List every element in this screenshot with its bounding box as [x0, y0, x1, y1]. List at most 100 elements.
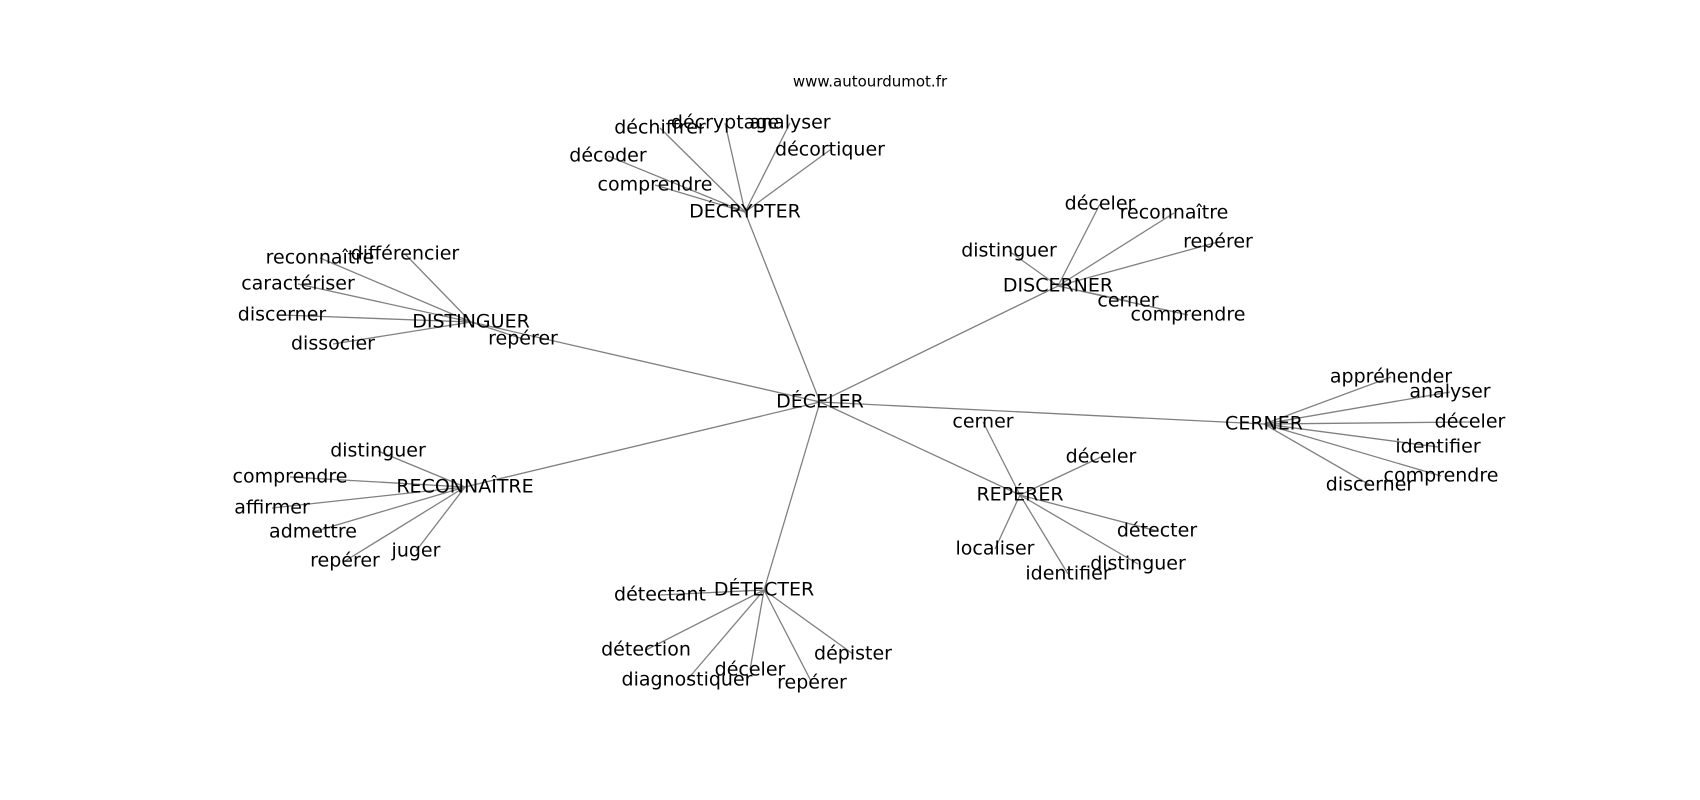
node-label-n5: décortiquer	[775, 139, 885, 161]
node-label-n1: DÉCRYPTER	[689, 200, 801, 223]
edge-n0-n36	[819, 401, 1021, 496]
node-label-n31: comprendre	[233, 466, 348, 488]
edge-n15-n16	[319, 257, 472, 323]
edge-n43-n49	[763, 589, 854, 655]
edge-n43-n45	[645, 589, 765, 651]
edge-n29-n33	[312, 486, 466, 533]
node-label-n45: détection	[601, 639, 691, 661]
edge-n36-n38	[1019, 456, 1102, 496]
edge-n0-n15	[470, 321, 821, 403]
edge-n1-n5	[744, 149, 831, 213]
edge-n36-n40	[994, 494, 1021, 550]
node-label-n21: repérer	[488, 328, 558, 350]
node-label-n3: décryptage	[671, 112, 779, 134]
node-label-n30: distinguer	[330, 440, 426, 462]
edge-n36-n37	[982, 421, 1021, 496]
node-label-n17: différencier	[351, 243, 460, 265]
edge-n29-n35	[415, 486, 466, 552]
node-label-n7: comprendre	[598, 174, 713, 196]
edge-n43-n44	[659, 589, 765, 596]
watermark: www.autourdumot.fr	[793, 73, 948, 91]
edge-n22-n25	[1263, 421, 1471, 425]
edge-n1-n4	[744, 122, 791, 213]
node-label-n36: REPÉRER	[976, 483, 1063, 506]
node-label-n35: juger	[391, 540, 441, 562]
node-label-n18: caractériser	[241, 273, 355, 295]
node-label-n9: déceler	[1065, 193, 1136, 215]
node-label-n4: analyser	[749, 112, 830, 134]
node-label-n34: repérer	[310, 550, 380, 572]
node-label-n41: identifier	[1025, 563, 1110, 585]
node-label-n0: DÉCELER	[776, 390, 864, 413]
edge-n22-n23	[1263, 376, 1392, 425]
node-label-n20: dissocier	[291, 333, 375, 355]
node-label-n38: déceler	[1066, 446, 1137, 468]
edge-n0-n29	[464, 401, 821, 488]
edge-n15-n20	[332, 321, 472, 345]
edge-n8-n9	[1057, 203, 1101, 287]
edge-n43-n46	[686, 589, 765, 681]
edge-n1-n3	[724, 122, 746, 213]
node-label-n13: cerner	[1097, 290, 1158, 312]
node-label-n12: distinguer	[961, 240, 1057, 262]
edge-n8-n11	[1057, 241, 1219, 287]
node-label-n27: comprendre	[1384, 465, 1499, 487]
edge-n15-n21	[470, 321, 524, 340]
node-label-n11: repérer	[1183, 231, 1253, 253]
edge-n1-n7	[654, 184, 746, 213]
edge-n29-n32	[271, 486, 466, 509]
node-label-n14: comprendre	[1131, 304, 1246, 326]
node-label-n37: cerner	[952, 411, 1013, 433]
node-label-n46: diagnostiquer	[622, 669, 753, 691]
node-label-n10: reconnaître	[1120, 202, 1229, 224]
node-label-n22: CERNER	[1225, 413, 1303, 435]
node-label-n25: déceler	[1435, 411, 1506, 433]
edge-n8-n14	[1057, 285, 1189, 316]
edge-n29-n34	[344, 486, 466, 562]
node-label-n40: localiser	[956, 538, 1035, 560]
node-label-n23: appréhender	[1330, 366, 1452, 388]
edge-n36-n39	[1019, 494, 1158, 532]
node-label-n42: distinguer	[1090, 553, 1186, 575]
node-label-n6: décoder	[569, 145, 647, 167]
edge-n22-n26	[1263, 423, 1439, 448]
edge-n36-n41	[1019, 494, 1069, 575]
labels-layer: DÉCELERDÉCRYPTERdéchiffrerdécryptageanal…	[233, 112, 1506, 694]
node-label-n24: analyser	[1409, 381, 1490, 403]
node-label-n32: affirmer	[234, 497, 310, 519]
edge-n29-n30	[377, 450, 466, 488]
node-label-n2: déchiffrer	[614, 117, 706, 139]
node-label-n15: DISTINGUER	[412, 311, 530, 333]
node-label-n16: reconnaître	[266, 247, 375, 269]
edge-n0-n1	[744, 211, 821, 403]
edge-n22-n28	[1263, 423, 1371, 486]
edge-n0-n43	[763, 401, 821, 591]
edge-n22-n27	[1263, 423, 1442, 477]
node-label-n48: repérer	[777, 672, 847, 694]
edges-layer	[271, 122, 1471, 684]
edge-n0-n22	[819, 401, 1265, 425]
node-label-n44: détectant	[614, 584, 706, 606]
edge-n8-n12	[1008, 250, 1059, 287]
node-label-n43: DÉTECTER	[714, 578, 814, 601]
edge-n43-n47	[749, 589, 765, 671]
node-label-n33: admettre	[269, 521, 357, 543]
edge-n15-n17	[404, 253, 472, 323]
edge-n0-n8	[819, 285, 1059, 403]
node-label-n28: discerner	[1326, 474, 1415, 496]
node-label-n49: dépister	[814, 643, 892, 665]
node-label-n47: déceler	[715, 659, 786, 681]
node-label-n39: détecter	[1117, 520, 1197, 542]
edge-n15-n19	[281, 314, 472, 323]
node-label-n26: identifier	[1395, 436, 1480, 458]
edge-n22-n24	[1263, 391, 1451, 425]
edge-n15-n18	[297, 283, 472, 323]
edge-n8-n10	[1057, 212, 1175, 287]
edge-n1-n6	[607, 155, 746, 213]
edge-n29-n31	[289, 476, 466, 488]
edge-n1-n2	[659, 127, 746, 213]
node-label-n29: RECONNAÎTRE	[396, 475, 533, 498]
node-label-n8: DISCERNER	[1003, 275, 1113, 297]
node-label-n19: discerner	[238, 304, 327, 326]
